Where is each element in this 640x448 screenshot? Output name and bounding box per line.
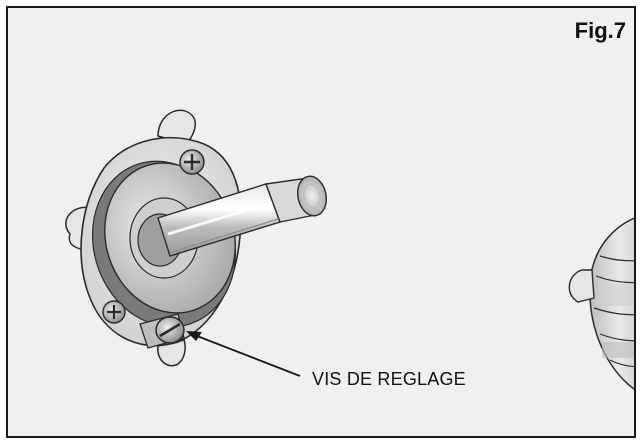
second-assembly-partial: [568, 217, 634, 390]
shaft-tip-face: [296, 175, 328, 217]
mounting-screw-top: [179, 149, 205, 175]
technical-illustration: [65, 109, 634, 390]
socket-assembly: [65, 109, 328, 367]
flange-ear-bottom: [157, 339, 186, 367]
adjustment-screw: [139, 313, 185, 349]
figure-label: Fig.7: [574, 18, 626, 43]
callout-arrow: [186, 331, 301, 377]
callout-label: VIS DE REGLAGE: [312, 369, 466, 389]
figure-frame: Fig.7 VIS DE REGLAGE: [6, 6, 636, 438]
mounting-screw-bottom: [102, 300, 126, 324]
